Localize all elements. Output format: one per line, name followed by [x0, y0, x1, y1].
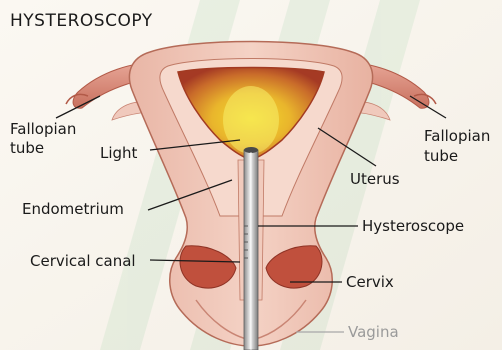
- label-endometrium: Endometrium: [22, 200, 124, 218]
- label-cervical-canal: Cervical canal: [30, 252, 136, 270]
- label-vagina: Vagina: [348, 323, 399, 341]
- label-light: Light: [100, 144, 138, 162]
- label-fallopian-tube-left-2: tube: [10, 139, 44, 157]
- label-hysteroscope: Hysteroscope: [362, 217, 464, 235]
- label-fallopian-tube-left-1: Fallopian: [10, 120, 76, 138]
- label-cervix: Cervix: [346, 273, 394, 291]
- hysteroscope: [244, 147, 258, 350]
- diagram-title: Hysteroscopy: [10, 11, 153, 31]
- light-glow: [223, 86, 279, 154]
- label-fallopian-tube-right-2: tube: [424, 147, 458, 165]
- label-uterus: Uterus: [350, 170, 400, 188]
- label-fallopian-tube-right-1: Fallopian: [424, 127, 490, 145]
